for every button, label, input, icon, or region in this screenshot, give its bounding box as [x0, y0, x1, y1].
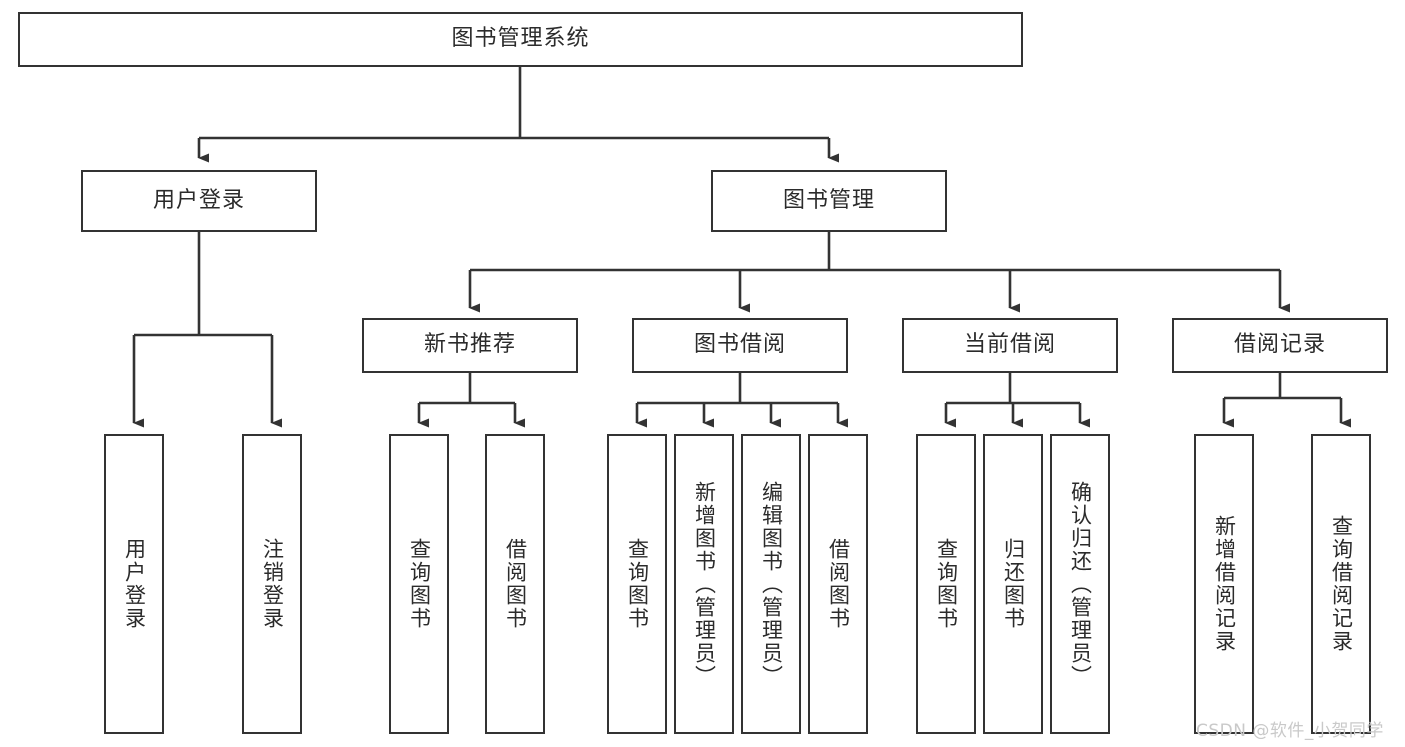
node-root-label: 图书管理系统 — [451, 26, 590, 52]
node-new-book-recommend[interactable]: 新书推荐 — [362, 318, 578, 373]
node-leaf-user-login-label: 用户登录 — [122, 538, 147, 630]
node-leaf-borrow-book[interactable]: 借阅图书 — [808, 434, 868, 734]
node-current-borrow-label: 当前借阅 — [963, 332, 1056, 358]
node-new-book-recommend-label: 新书推荐 — [423, 332, 516, 358]
node-current-borrow[interactable]: 当前借阅 — [902, 318, 1118, 373]
connector-lines — [132, 67, 1351, 428]
node-leaf-borrow-book-label: 借阅图书 — [826, 538, 851, 630]
node-leaf-query-book-recommend-label: 查询图书 — [407, 538, 432, 630]
node-leaf-edit-book[interactable]: 编辑图书（管理员） — [741, 434, 801, 734]
node-leaf-query-book-current-label: 查询图书 — [934, 538, 959, 630]
node-user-login[interactable]: 用户登录 — [81, 170, 317, 232]
node-leaf-add-book-label: 新增图书（管理员） — [692, 480, 717, 688]
node-book-management-label: 图书管理 — [782, 187, 875, 213]
node-user-login-label: 用户登录 — [152, 187, 245, 213]
node-leaf-borrow-book-recommend[interactable]: 借阅图书 — [485, 434, 545, 734]
node-leaf-add-borrow-record-label: 新增借阅记录 — [1212, 515, 1237, 653]
node-leaf-return-book[interactable]: 归还图书 — [983, 434, 1043, 734]
node-leaf-query-borrow-record[interactable]: 查询借阅记录 — [1311, 434, 1371, 734]
node-leaf-confirm-return[interactable]: 确认归还（管理员） — [1050, 434, 1110, 734]
node-root[interactable]: 图书管理系统 — [18, 12, 1023, 67]
node-borrow-record[interactable]: 借阅记录 — [1172, 318, 1388, 373]
node-leaf-user-logout-label: 注销登录 — [260, 538, 285, 630]
node-book-borrow[interactable]: 图书借阅 — [632, 318, 848, 373]
node-leaf-query-book-borrow[interactable]: 查询图书 — [607, 434, 667, 734]
node-leaf-borrow-book-recommend-label: 借阅图书 — [503, 538, 528, 630]
node-leaf-add-borrow-record[interactable]: 新增借阅记录 — [1194, 434, 1254, 734]
node-leaf-query-book-current[interactable]: 查询图书 — [916, 434, 976, 734]
node-leaf-return-book-label: 归还图书 — [1001, 538, 1026, 630]
node-book-borrow-label: 图书借阅 — [693, 332, 786, 358]
node-leaf-query-borrow-record-label: 查询借阅记录 — [1329, 515, 1354, 653]
node-leaf-query-book-borrow-label: 查询图书 — [625, 538, 650, 630]
node-leaf-user-logout[interactable]: 注销登录 — [242, 434, 302, 734]
node-leaf-add-book[interactable]: 新增图书（管理员） — [674, 434, 734, 734]
node-leaf-query-book-recommend[interactable]: 查询图书 — [389, 434, 449, 734]
node-leaf-confirm-return-label: 确认归还（管理员） — [1068, 480, 1093, 688]
node-leaf-edit-book-label: 编辑图书（管理员） — [759, 480, 784, 688]
node-book-management[interactable]: 图书管理 — [711, 170, 947, 232]
node-borrow-record-label: 借阅记录 — [1233, 332, 1326, 358]
node-leaf-user-login[interactable]: 用户登录 — [104, 434, 164, 734]
